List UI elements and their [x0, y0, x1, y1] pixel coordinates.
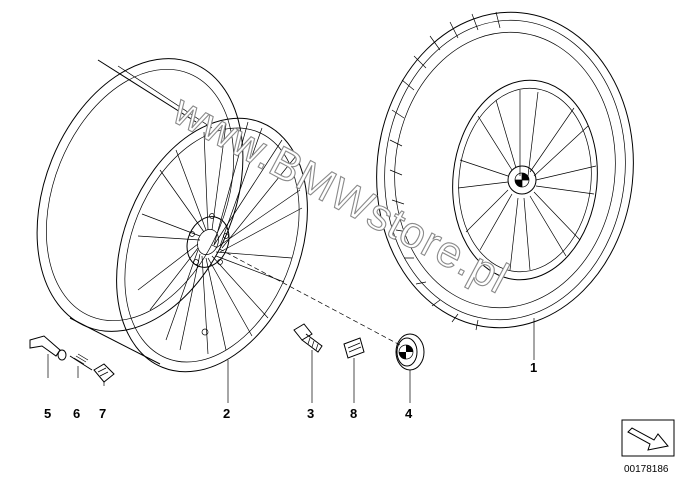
- alloy-rim-icon: [36, 58, 308, 373]
- valve-cap-icon: [93, 363, 115, 383]
- document-number: 00178186: [624, 464, 669, 475]
- wheel-with-tire-icon: [376, 11, 634, 331]
- part-callout-7: 7: [99, 406, 106, 421]
- valve-stem-icon: [29, 335, 67, 361]
- balance-weight-icon: [343, 337, 365, 359]
- part-callout-4: 4: [405, 406, 413, 421]
- part-callout-5: 5: [44, 406, 51, 421]
- wheel-bolt-icon: [293, 323, 323, 353]
- hub-cap-icon: [395, 333, 425, 371]
- navigation-arrow-icon[interactable]: [621, 419, 675, 457]
- part-callout-6: 6: [73, 406, 80, 421]
- watermark: www.BMWstore.pl: [164, 85, 516, 303]
- part-callout-3: 3: [307, 406, 314, 421]
- part-callout-1: 1: [530, 360, 537, 375]
- part-callout-8: 8: [350, 406, 357, 421]
- valve-core-icon: [69, 353, 93, 371]
- part-callout-2: 2: [223, 406, 230, 421]
